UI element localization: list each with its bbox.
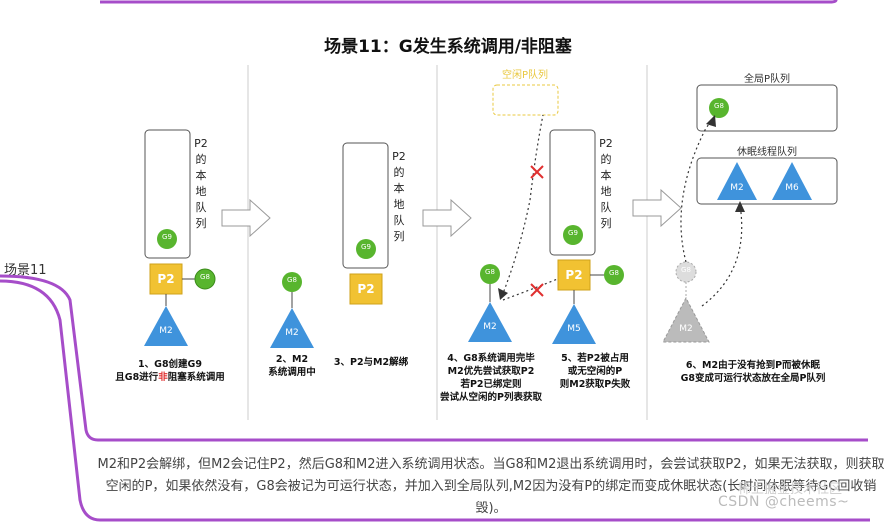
idle-p-queue-box	[492, 84, 559, 116]
caption-step-1-pre: 且G8进行	[115, 372, 159, 383]
m2-triangle-sleep	[717, 162, 757, 200]
m2-triangle-ghost	[662, 296, 710, 343]
next-step-arrow-3	[632, 188, 682, 228]
caption-step-1-red: 非	[158, 372, 168, 383]
m6-label-sleep: M6	[785, 183, 799, 193]
p2-label-2: P2	[357, 282, 375, 296]
g8-label-ghost: G8	[681, 266, 691, 274]
m2-triangle-1	[144, 306, 188, 346]
global-queue-box	[696, 84, 838, 132]
m5-triangle	[552, 304, 596, 344]
local-queue-text-1: P2 的 本 地 队 列	[194, 137, 208, 230]
p2-label-1: P2	[157, 272, 175, 286]
m6-triangle-sleep	[772, 162, 812, 200]
g8-circle-ghost	[675, 261, 697, 283]
description-text: M2和P2会解绑，但M2会记住P2，然后G8和M2进入系统调用状态。当G8和M2…	[97, 457, 885, 516]
dotted-arrow-to-p2	[502, 277, 561, 301]
mindmap-node-label[interactable]: 场景11	[4, 263, 47, 278]
diagram-title: 场景11：G发生系统调用/非阻塞	[324, 37, 572, 57]
m2-label-ghost: M2	[679, 324, 693, 334]
g9-circle-2	[356, 239, 376, 259]
g8-circle-2	[282, 272, 302, 292]
g9-label-3: G9	[568, 229, 578, 237]
m2-label-sleep: M2	[730, 183, 744, 193]
g8-circle-3	[480, 264, 500, 284]
caption-step-4: 4、G8系统调用完毕 M2优先尝试获取P2 若P2已绑定则 尝试从空闲的P列表获…	[440, 353, 542, 403]
dotted-arrowhead-3	[735, 201, 745, 212]
caption-step-5: 5、若P2被占用 或无空闲的P 则M2获取P失败	[559, 353, 631, 390]
m2-label-1: M2	[159, 326, 173, 336]
caption-step-1-post: 阻塞系统调用	[167, 372, 225, 383]
g8-label-1: G8	[200, 273, 210, 281]
g9-circle-1	[157, 229, 177, 249]
dotted-arrow-to-idle	[501, 114, 544, 297]
dotted-arrowhead-1	[498, 288, 508, 300]
g9-label-2: G9	[361, 243, 371, 251]
g8-label-global: G8	[714, 102, 724, 110]
g8-label-3b: G8	[609, 269, 619, 277]
watermark: CSDN @cheems~	[718, 494, 850, 510]
watermark-overlay: 稀土掘金技术社区	[738, 482, 843, 497]
caption-step-2: 2、M2 系统调用中	[268, 354, 316, 378]
next-step-arrow-2	[422, 198, 472, 238]
p2-local-queue-box-2	[342, 142, 389, 269]
m5-label: M5	[567, 324, 581, 334]
p2-local-queue-box-3	[549, 129, 596, 256]
sleep-queue-label: 休眠线程队列	[737, 147, 797, 158]
m2-label-3: M2	[483, 322, 497, 332]
g9-circle-3	[563, 225, 583, 245]
next-step-arrow-1	[221, 198, 271, 238]
global-queue-label: 全局P队列	[743, 74, 791, 85]
local-queue-text-2: P2 的 本 地 队 列	[392, 150, 406, 243]
dotted-arrowhead-2	[706, 115, 716, 127]
caption-step-1-line-a: 1、G8创建G9	[138, 359, 202, 370]
p2-label-3: P2	[565, 268, 583, 282]
local-queue-text-3: P2 的 本 地 队 列	[599, 137, 613, 230]
sleep-queue-box	[696, 157, 838, 205]
m2-triangle-2	[270, 308, 314, 348]
caption-step-1: 1、G8创建G9 且G8进行非阻塞系统调用	[106, 358, 234, 384]
caption-step-3: 3、P2与M2解绑	[333, 357, 409, 368]
g8-label-3: G8	[485, 268, 495, 276]
red-x-1	[530, 165, 544, 179]
dotted-arrow-m2-sleep	[701, 204, 743, 307]
p2-local-queue-box-1	[144, 129, 191, 259]
p2-box-2	[349, 273, 383, 305]
caption-step-6: 6、M2由于没有抢到P而被休眠 G8变成可运行状态放在全局P队列	[680, 360, 826, 384]
g9-label-1: G9	[162, 233, 172, 241]
g8-circle-3b	[604, 265, 624, 285]
m2-triangle-3	[468, 302, 512, 342]
caption-step-1-line-b: 且G8进行非阻塞系统调用	[106, 371, 234, 384]
m2-label-2: M2	[285, 328, 299, 338]
red-x-2	[530, 283, 544, 297]
g8-label-2: G8	[287, 276, 297, 284]
mindmap-connectors	[0, 0, 870, 522]
idle-p-queue-label: 空闲P队列	[501, 70, 549, 81]
g8-circle-global	[709, 98, 729, 118]
panel-separators	[247, 65, 648, 420]
g8-circle-1	[194, 268, 216, 290]
